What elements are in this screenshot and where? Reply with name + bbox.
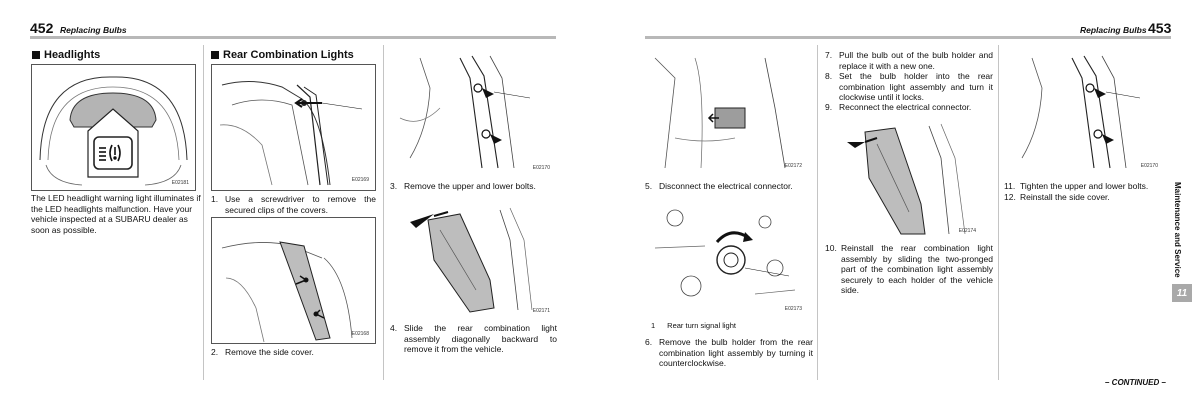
- column-divider: [383, 45, 384, 380]
- figure-tighten-bolts: E02170: [1004, 48, 1164, 173]
- figure-code: E02170: [532, 165, 550, 171]
- step-number: 12.: [1004, 192, 1016, 202]
- bolts-illustration: [399, 55, 531, 169]
- slide-light-illustration: [410, 207, 533, 313]
- step-1: 1. Use a screwdriver to remove the secur…: [211, 194, 376, 215]
- step-number: 2.: [211, 347, 219, 357]
- step-3: 3. Remove the upper and lower bolts.: [390, 181, 558, 192]
- rear-combination-title: Rear Combination Lights: [223, 49, 354, 61]
- step-6: 6. Remove the bulb holder from the rear …: [645, 337, 813, 369]
- figure-code: E02174: [958, 228, 976, 234]
- step-8: 8. Set the bulb holder into the rear com…: [825, 71, 993, 103]
- figure-code: E02170: [1140, 163, 1158, 169]
- legend-number: 1: [651, 321, 656, 330]
- step-number: 4.: [390, 323, 398, 333]
- figure-remove-clips: E02169: [211, 64, 376, 191]
- right-page-number: 453: [1148, 20, 1172, 36]
- step-number: 8.: [825, 71, 833, 81]
- figure-bolts: E02170: [390, 48, 556, 175]
- step-text: Disconnect the electrical connector.: [659, 181, 793, 191]
- figure-code: E02172: [784, 163, 802, 169]
- left-page-header: Replacing Bulbs: [60, 25, 127, 35]
- step-text: Remove the bulb holder from the rear com…: [659, 337, 813, 368]
- right-page-header: Replacing Bulbs: [1080, 25, 1147, 35]
- step-7: 7. Pull the bulb out of the bulb holder …: [825, 50, 993, 71]
- figure-slide-light: E02171: [390, 200, 556, 318]
- bulb-holder-illustration: [654, 209, 796, 297]
- step-text: Set the bulb holder into the rear combin…: [839, 71, 993, 102]
- step-text: Tighten the upper and lower bolts.: [1020, 181, 1149, 191]
- headlights-title: Headlights: [44, 49, 101, 61]
- step-number: 11.: [1004, 181, 1016, 191]
- step-text: Reinstall the side cover.: [1020, 192, 1110, 202]
- step-text: Reconnect the electrical connector.: [839, 102, 972, 112]
- figure-connector: E02172: [645, 48, 808, 173]
- figure-code: E02181: [171, 180, 189, 186]
- tail-clip-illustration: [219, 81, 363, 186]
- rear-combination-title-row: Rear Combination Lights: [211, 49, 354, 61]
- step-text: Remove the upper and lower bolts.: [404, 181, 536, 191]
- step-2: 2. Remove the side cover.: [211, 347, 376, 358]
- tighten-bolts-illustration: [1021, 55, 1141, 169]
- figure-code: E02171: [532, 308, 550, 314]
- step-4: 4. Slide the rear combination light asse…: [390, 323, 557, 355]
- step-10: 10. Reinstall the rear combination light…: [825, 243, 993, 296]
- connector-illustration: [654, 57, 786, 169]
- step-text: Reinstall the rear combination light ass…: [841, 243, 993, 295]
- step-11: 11. Tighten the upper and lower bolts.: [1004, 181, 1164, 192]
- step-text: Remove the side cover.: [225, 347, 314, 357]
- headlights-figure: E02181: [31, 64, 196, 191]
- right-header-rule: [645, 36, 1171, 39]
- figure-code: E02169: [351, 177, 369, 183]
- figure-legend: 1 Rear turn signal light: [651, 321, 736, 330]
- step-12: 12. Reinstall the side cover.: [1004, 192, 1164, 203]
- section-side-label: Maintenance and Service: [1173, 182, 1182, 278]
- legend-text: Rear turn signal light: [667, 321, 736, 330]
- figure-bulb-holder: E02173: [645, 198, 808, 316]
- reinstall-illustration: [847, 123, 966, 235]
- column-divider: [817, 45, 818, 380]
- left-header-rule: [30, 36, 556, 39]
- step-text: Pull the bulb out of the bulb holder and…: [839, 50, 993, 71]
- step-text: Slide the rear combination light assembl…: [404, 323, 557, 354]
- led-headlight-warning-icon: [99, 144, 121, 162]
- step-number: 10.: [825, 243, 837, 253]
- figure-side-cover: E02168: [211, 217, 376, 344]
- step-number: 1.: [211, 194, 219, 204]
- step-number: 5.: [645, 181, 653, 191]
- step-5: 5. Disconnect the electrical connector.: [645, 181, 813, 192]
- step-number: 6.: [645, 337, 653, 347]
- section-bullet-icon: [32, 51, 40, 59]
- headlights-title-row: Headlights: [32, 49, 100, 61]
- step-number: 7.: [825, 50, 833, 60]
- step-9: 9. Reconnect the electrical connector.: [825, 102, 993, 113]
- figure-code: E02168: [351, 331, 369, 337]
- figure-reinstall: E02174: [825, 118, 988, 238]
- instrument-cluster-illustration: [39, 76, 188, 186]
- left-page-number: 452: [30, 20, 54, 36]
- section-bullet-icon: [211, 51, 219, 59]
- step-number: 3.: [390, 181, 398, 191]
- step-number: 9.: [825, 102, 833, 112]
- figure-code: E02173: [784, 306, 802, 312]
- side-cover-illustration: [221, 241, 353, 343]
- chapter-tab: 11: [1172, 284, 1192, 302]
- continued-label: – CONTINUED –: [1105, 378, 1166, 387]
- headlights-description: The LED headlight warning light illumina…: [31, 193, 201, 235]
- column-divider: [203, 45, 204, 380]
- step-text: Use a screwdriver to remove the secured …: [225, 194, 376, 215]
- column-divider: [998, 45, 999, 380]
